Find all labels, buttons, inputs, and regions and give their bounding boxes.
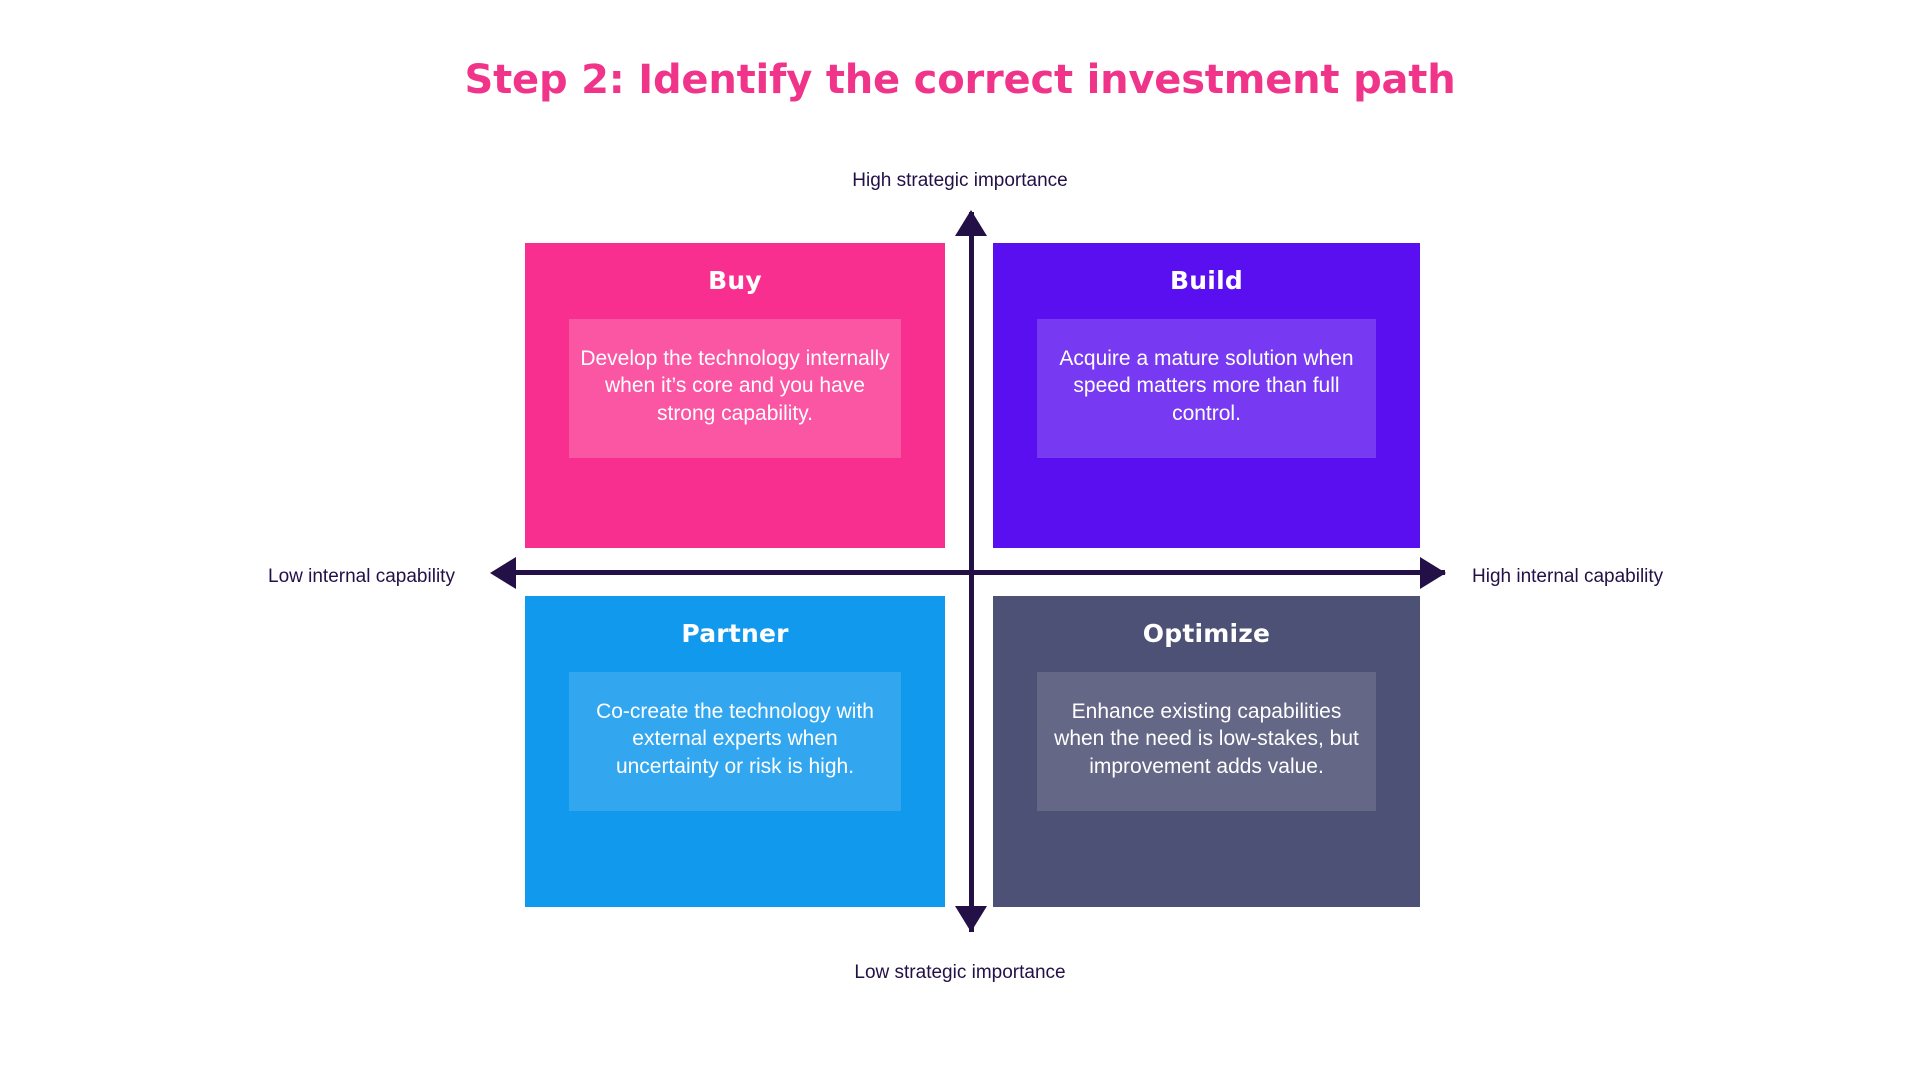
quadrant-description-partner: Co-create the technology with external e…	[569, 671, 901, 811]
axis-label-high-strategic-importance: High strategic importance	[852, 170, 1068, 191]
axis-label-low-internal-capability: Low internal capability	[268, 566, 455, 587]
quadrant-card-partner[interactable]: Partner Co-create the technology with ex…	[525, 596, 945, 907]
axis-label-low-strategic-importance: Low strategic importance	[854, 962, 1066, 983]
quadrant-card-optimize[interactable]: Optimize Enhance existing capabilities w…	[993, 596, 1420, 907]
quadrant-title-partner: Partner	[681, 619, 789, 648]
quadrant-title-optimize: Optimize	[1142, 619, 1271, 648]
quadrant-card-buy[interactable]: Buy Develop the technology internally wh…	[525, 243, 945, 548]
quadrant-description-build: Acquire a mature solution when speed mat…	[1037, 318, 1376, 458]
quadrant-card-build[interactable]: Build Acquire a mature solution when spe…	[993, 243, 1420, 548]
quadrant-title-buy: Buy	[708, 266, 762, 295]
arrow-left-icon	[490, 557, 516, 589]
arrow-right-icon	[1420, 557, 1446, 589]
quadrant-description-buy: Develop the technology internally when i…	[569, 318, 901, 458]
arrow-down-icon	[955, 906, 987, 932]
horizontal-axis-line	[495, 570, 1445, 575]
axis-label-high-internal-capability: High internal capability	[1472, 566, 1664, 587]
quadrant-description-optimize: Enhance existing capabilities when the n…	[1037, 671, 1376, 811]
arrow-up-icon	[955, 210, 987, 236]
page-title: Step 2: Identify the correct investment …	[464, 57, 1456, 103]
quadrant-title-build: Build	[1170, 266, 1243, 295]
